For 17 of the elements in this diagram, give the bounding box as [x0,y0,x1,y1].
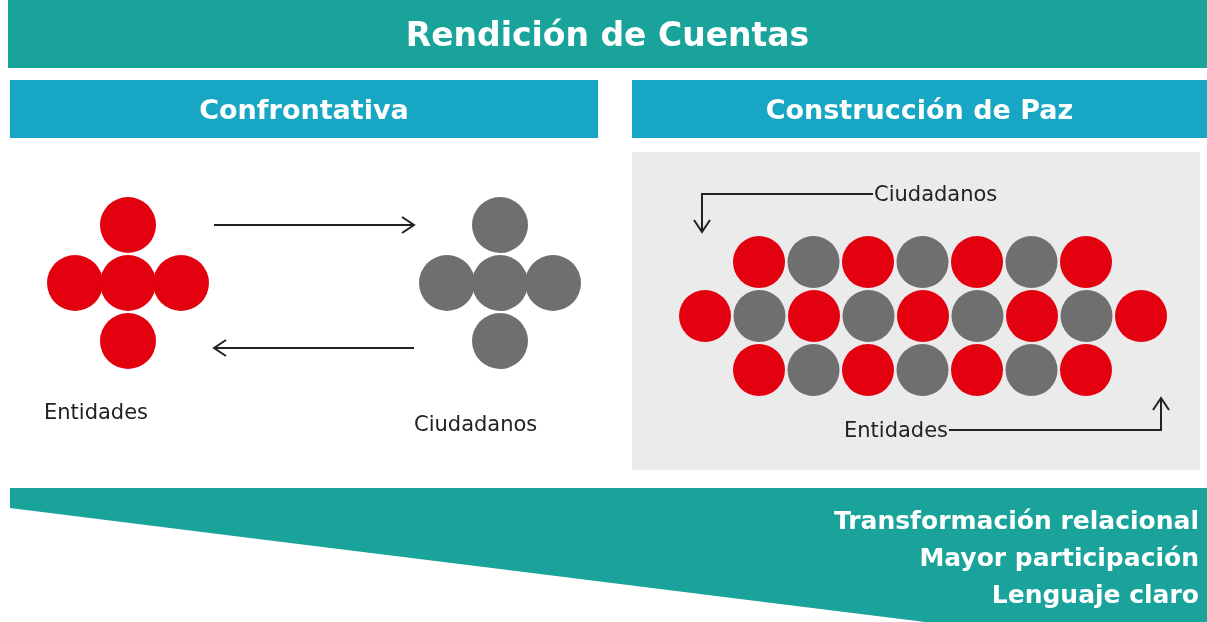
arrow [948,397,1170,431]
arrow [693,193,874,233]
group-label: Entidades [844,412,949,448]
arrow [213,216,415,234]
group-label: Ciudadanos [874,177,998,211]
section-header: Confrontativa [10,80,598,138]
banner-text: Transformación relacional [833,506,1199,535]
section-header: Construcción de Paz [632,80,1207,138]
title-banner: Rendición de Cuentas [8,0,1207,68]
arrow [213,339,415,357]
banner-text: Lenguaje claro [991,580,1199,609]
dot-cluster-drawing [44,196,212,370]
cluster-caption: Entidades [44,400,149,424]
cluster-caption: Ciudadanos [414,412,538,436]
panel-background [632,152,1200,470]
dot-cluster-drawing [416,196,584,370]
banner-text: Mayor participación [919,543,1199,572]
